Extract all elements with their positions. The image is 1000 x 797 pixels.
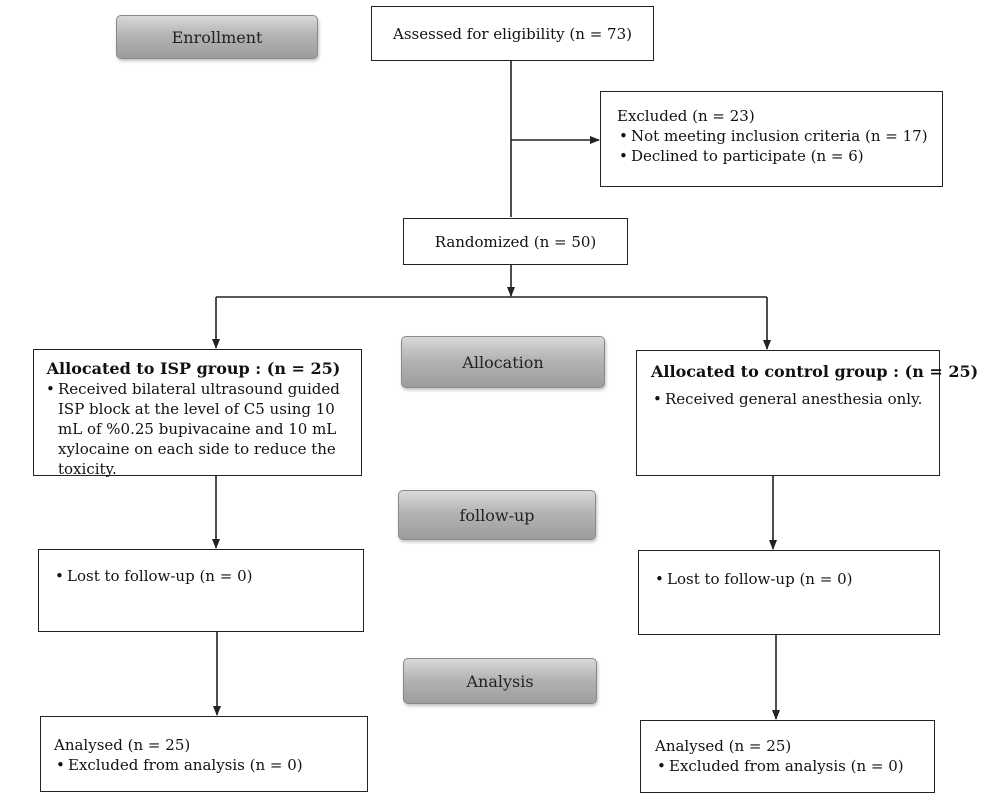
stage-allocation: Allocation [401, 336, 605, 388]
control-excluded-analysis-item: Excluded from analysis (n = 0) [655, 756, 924, 776]
stage-allocation-label: Allocation [462, 352, 544, 372]
randomized-text: Randomized (n = 50) [434, 232, 597, 251]
isp-follow-up-item: Lost to follow-up (n = 0) [53, 566, 353, 586]
assessed-text: Assessed for eligibility (n = 73) [393, 24, 632, 43]
isp-excluded-analysis-item: Excluded from analysis (n = 0) [54, 755, 357, 775]
stage-enrollment-label: Enrollment [171, 27, 263, 47]
control-allocation-item: Received general anesthesia only. [651, 389, 931, 409]
control-allocation-box: Allocated to control group : (n = 25) Re… [636, 350, 979, 476]
excluded-box: Excluded (n = 23) Not meeting inclusion … [600, 91, 943, 187]
control-follow-up-item: Lost to follow-up (n = 0) [653, 569, 929, 589]
stage-analysis-label: Analysis [466, 671, 534, 691]
stage-analysis: Analysis [403, 658, 597, 704]
isp-allocation-title: Allocated to ISP group : (n = 25) [46, 359, 341, 378]
control-allocation-title: Allocated to control group : (n = 25) [651, 362, 979, 381]
assessed-box: Assessed for eligibility (n = 73) [371, 6, 654, 61]
control-analysis-box: Analysed (n = 25) Excluded from analysis… [640, 720, 935, 793]
isp-allocation-box: Allocated to ISP group : (n = 25) Receiv… [33, 349, 362, 479]
isp-follow-up-box: Lost to follow-up (n = 0) [38, 549, 364, 632]
stage-enrollment: Enrollment [116, 15, 318, 59]
control-analysed-text: Analysed (n = 25) [655, 737, 792, 755]
isp-analysis-box: Analysed (n = 25) Excluded from analysis… [40, 716, 368, 792]
excluded-item-declined: Declined to participate (n = 6) [617, 146, 932, 166]
control-follow-up-box: Lost to follow-up (n = 0) [638, 550, 940, 635]
stage-follow-up: follow-up [398, 490, 596, 540]
excluded-item-inclusion: Not meeting inclusion criteria (n = 17) [617, 126, 932, 146]
randomized-box: Randomized (n = 50) [403, 218, 628, 265]
isp-allocation-item: Received bilateral ultrasound guided ISP… [46, 379, 353, 479]
excluded-title: Excluded (n = 23) [617, 107, 755, 125]
stage-follow-up-label: follow-up [459, 505, 535, 525]
isp-analysed-text: Analysed (n = 25) [54, 736, 191, 754]
